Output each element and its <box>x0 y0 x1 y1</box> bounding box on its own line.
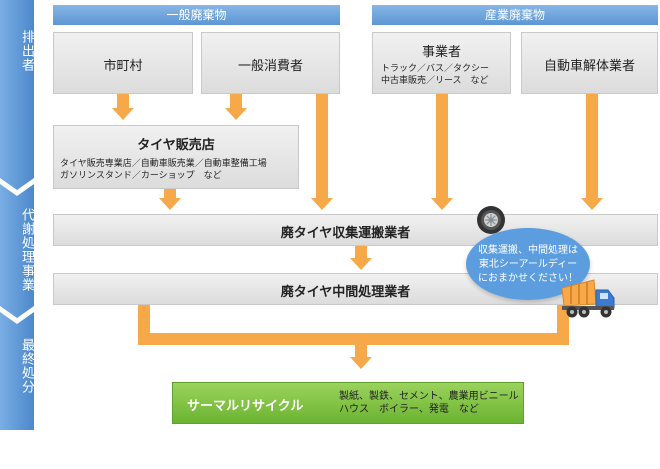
general-consumer-box: 一般消費者 <box>201 32 340 94</box>
stage-final-label: 最終処分 <box>19 338 34 394</box>
auto-dismantler-label: 自動車解体業者 <box>543 59 635 74</box>
bubble-line-3: におまかせください！ <box>478 273 578 284</box>
arrow-consumer-head <box>225 108 247 120</box>
thermal-recycle-uses-2: ハウス ボイラー、発電 など <box>339 404 479 415</box>
arrow-final-head <box>350 357 372 369</box>
arrow-municipality-head <box>112 108 134 120</box>
general-waste-header: 一般廃棄物 <box>53 5 340 25</box>
general-consumer-label: 一般消費者 <box>237 59 303 74</box>
arrow-collection-head <box>350 258 372 270</box>
tire-shop-box: タイヤ販売店 タイヤ販売専業店／自動車販売業／自動車整備工場 ガソリンスタンド／… <box>53 125 299 189</box>
arrow-final-stem <box>355 345 367 357</box>
arrow-consumer-direct-head <box>311 198 333 210</box>
stage-column <box>0 0 34 430</box>
arrow-consumer-stem <box>230 94 242 108</box>
thermal-recycle-title: サーマルリサイクル <box>187 399 304 414</box>
stage-discharger-label: 排出者 <box>19 30 34 72</box>
business-title: 事業者 <box>421 45 461 60</box>
arrow-collection-stem <box>355 246 367 258</box>
arrow-tireshop-head <box>159 198 181 210</box>
arrow-business-head <box>431 198 453 210</box>
auto-dismantler-box: 自動車解体業者 <box>521 32 658 94</box>
bubble-line-1: 収集運搬、中間処理は <box>478 245 578 256</box>
thermal-recycle-box: サーマルリサイクル 製紙、製鉄、セメント、農業用ビニール ハウス ボイラー、発電… <box>172 382 524 424</box>
tire-shop-sub-1: タイヤ販売専業店／自動車販売業／自動車整備工場 <box>60 159 267 169</box>
thermal-recycle-uses-1: 製紙、製鉄、セメント、農業用ビニール <box>339 391 519 402</box>
business-sub-2: 中古車販売／リース など <box>381 76 489 86</box>
dump-truck-icon <box>561 279 615 318</box>
municipality-label: 市町村 <box>103 59 143 74</box>
bubble-line-2: 東北シーアールディー <box>478 259 578 270</box>
arrow-tireshop-stem <box>164 189 176 198</box>
tire-icon <box>477 206 505 234</box>
municipality-box: 市町村 <box>53 32 193 94</box>
business-box: 事業者 トラック／バス／タクシー 中古車販売／リース など <box>372 32 511 94</box>
collection-label: 廃タイヤ収集運搬業者 <box>280 226 411 241</box>
intermediate-label: 廃タイヤ中間処理業者 <box>280 285 411 300</box>
arrow-dismantler-head <box>581 198 603 210</box>
tire-shop-sub-2: ガソリンスタンド／カーショップ など <box>60 171 222 181</box>
arrow-business-stem <box>436 94 448 198</box>
business-sub-1: トラック／バス／タクシー <box>381 64 490 74</box>
tire-shop-title: タイヤ販売店 <box>137 138 215 153</box>
stage-processing-label: 代謝処理事業 <box>19 208 34 292</box>
arrow-municipality-stem <box>117 94 129 108</box>
industrial-waste-header: 産業廃棄物 <box>372 5 658 25</box>
arrow-dismantler-stem <box>586 94 598 198</box>
u-horizontal <box>138 333 569 345</box>
arrow-consumer-direct-stem <box>316 94 328 198</box>
